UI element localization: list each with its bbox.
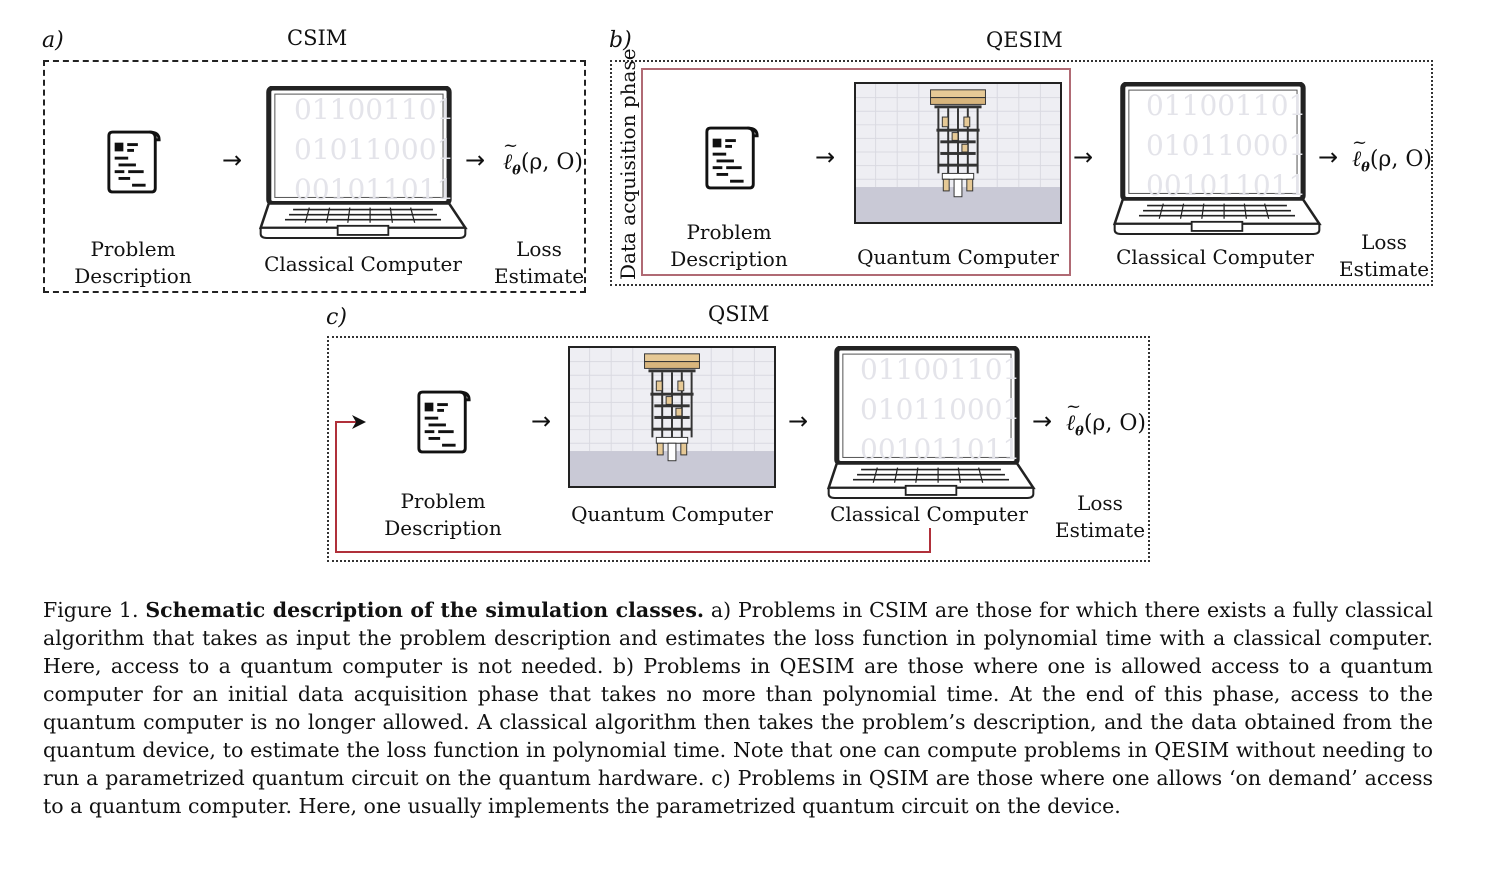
classical-computer-label: Classical Computer	[830, 502, 1028, 526]
quantum-computer-label: Quantum Computer	[571, 502, 773, 526]
quantum-computer-icon	[568, 346, 776, 488]
data-acquisition-frame	[641, 68, 1071, 276]
loss-formula: ℓθ(ρ, O)	[503, 135, 583, 178]
classical-computer-label: Classical Computer	[1116, 245, 1314, 269]
loss-formula: ℓθ(ρ, O)	[1352, 132, 1432, 175]
arrow-icon: →	[1073, 143, 1094, 171]
loss-formula: ℓθ(ρ, O)	[1066, 396, 1146, 439]
panel-b-letter: b)	[609, 28, 632, 53]
arrow-icon: →	[1032, 407, 1053, 435]
panel-a-box	[43, 60, 586, 293]
caption-text: a) Problems in CSIM are those for which …	[43, 598, 1433, 818]
panel-c-letter: c)	[326, 305, 347, 330]
panel-b-title: QESIM	[986, 28, 1063, 52]
arrow-icon: →	[815, 143, 836, 171]
panel-c-title: QSIM	[708, 302, 770, 326]
arrow-icon: →	[788, 407, 809, 435]
figure-caption: Figure 1. Schematic description of the s…	[43, 596, 1433, 820]
feedback-loop-arrow	[335, 415, 931, 553]
panel-a-title: CSIM	[287, 26, 348, 50]
arrow-icon: →	[1318, 143, 1339, 171]
document-icon	[105, 130, 163, 194]
quantum-computer-icon	[854, 82, 1062, 224]
arrow-icon: →	[531, 407, 552, 435]
panel-b-box	[610, 60, 1433, 286]
caption-label: Figure 1.	[43, 598, 139, 622]
caption-bold-title: Schematic description of the simulation …	[145, 598, 704, 622]
data-acquisition-phase-label: Data acquisition phase	[616, 48, 640, 280]
quantum-computer-label: Quantum Computer	[857, 245, 1059, 269]
classical-computer-label: Classical Computer	[264, 252, 462, 276]
document-icon	[703, 126, 761, 190]
panel-a-letter: a)	[42, 28, 64, 53]
arrow-icon: →	[222, 146, 243, 174]
document-icon	[415, 390, 473, 454]
arrow-icon: →	[465, 146, 486, 174]
panel-c-box	[327, 336, 1150, 562]
